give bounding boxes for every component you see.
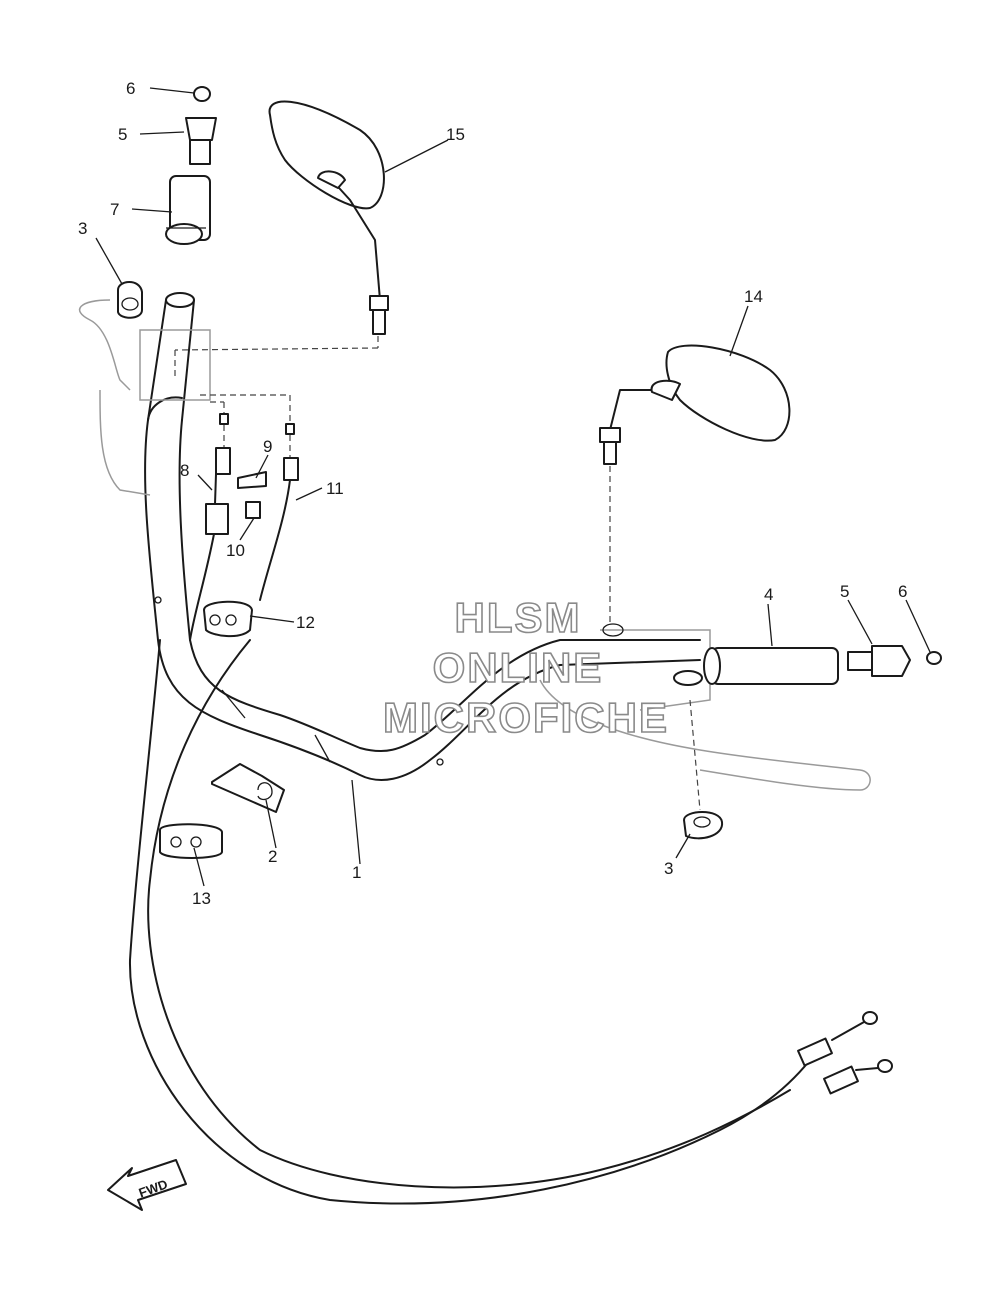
forward-direction-arrow: FWD <box>107 1159 187 1211</box>
callout-8: 8 <box>180 461 189 480</box>
callout-14: 14 <box>744 287 763 306</box>
watermark-line1: HLSM <box>455 594 582 641</box>
right-bar-end-weight <box>847 645 911 677</box>
long-throttle-cables <box>128 639 893 1205</box>
callout-10: 10 <box>226 541 245 560</box>
left-bar-end-weight <box>185 117 217 165</box>
right-throttle-grip <box>673 647 839 686</box>
cable-screw <box>245 501 261 519</box>
callout-1: 1 <box>352 863 361 882</box>
callout-3-left: 3 <box>78 219 87 238</box>
callout-4: 4 <box>764 585 773 604</box>
callout-5-right: 5 <box>840 582 849 601</box>
callout-2: 2 <box>268 847 277 866</box>
callout-7: 7 <box>110 200 119 219</box>
callout-9: 9 <box>263 437 272 456</box>
left-bar-end-screw <box>193 86 211 102</box>
wire-clamp <box>203 600 253 637</box>
callout-3-right: 3 <box>664 859 673 878</box>
throttle-cables <box>189 394 299 641</box>
callout-labels: 6 5 7 3 15 14 9 8 11 10 12 4 5 6 2 1 3 1… <box>78 79 907 908</box>
right-grip-holder <box>683 699 724 840</box>
cable-plate <box>237 471 267 489</box>
callout-6-left: 6 <box>126 79 135 98</box>
cable-holder <box>159 823 223 859</box>
callout-5-left: 5 <box>118 125 127 144</box>
watermark-line2: ONLINE <box>433 644 604 691</box>
callout-13: 13 <box>192 889 211 908</box>
callout-12: 12 <box>296 613 315 632</box>
callout-11: 11 <box>326 479 344 498</box>
watermark-line3: MICROFICHE <box>383 694 669 741</box>
leader-lines <box>95 87 931 887</box>
watermark: HLSM ONLINE MICROFICHE <box>382 593 669 742</box>
left-grip <box>165 175 211 245</box>
left-grip-holder <box>117 281 143 319</box>
callout-6-right: 6 <box>898 582 907 601</box>
cable-guide <box>211 763 285 813</box>
left-clutch-lever-ghost <box>78 299 211 496</box>
callout-15: 15 <box>446 125 465 144</box>
right-bar-end-screw <box>926 651 942 665</box>
right-mirror <box>599 344 791 637</box>
left-mirror <box>174 100 389 378</box>
handlebar <box>144 292 701 781</box>
